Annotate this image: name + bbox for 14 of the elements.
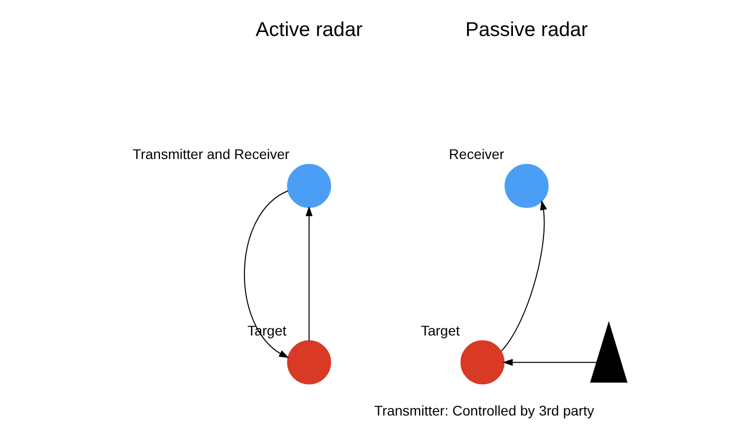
node-label: Target: [420, 322, 460, 338]
node-circle: [460, 340, 504, 384]
arrow: [502, 358, 597, 366]
label: Passive radar: [464, 18, 588, 41]
node-label: Transmitter and Receiver: [132, 146, 289, 162]
node-label: Transmitter: Controlled by 3rd party: [374, 402, 594, 418]
arrow: [500, 200, 546, 352]
node-circle: [286, 340, 331, 384]
node-circle: [504, 163, 548, 208]
node-label: Receiver: [448, 146, 504, 162]
arrow: [305, 206, 312, 341]
label: Active radar: [255, 18, 362, 41]
node-circle: [286, 163, 331, 208]
node-triangle: [590, 320, 628, 382]
